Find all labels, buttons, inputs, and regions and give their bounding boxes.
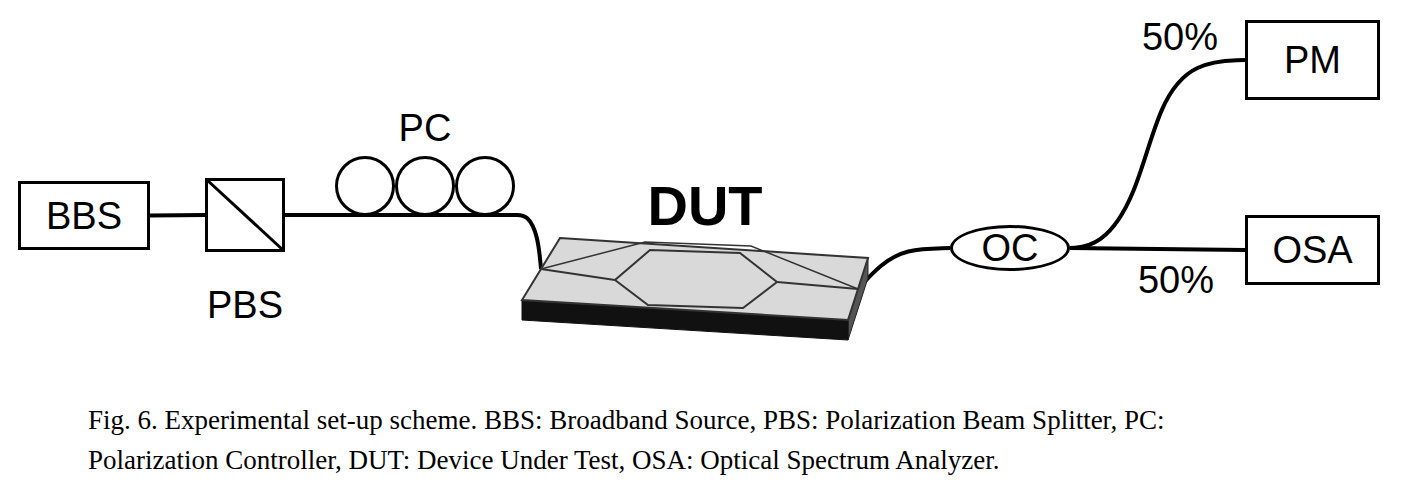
fiber-connector — [1070, 60, 1245, 248]
node-label: PM — [1284, 40, 1341, 80]
cube-diagonal — [207, 180, 284, 251]
spectrum-analyzer-box: OSA — [1245, 215, 1380, 285]
node-label: PC — [399, 108, 452, 148]
node-label: OSA — [1272, 230, 1352, 270]
polarization-controller: PC — [335, 108, 515, 219]
node-label: DUT — [515, 180, 875, 232]
fiber-connector — [515, 215, 541, 269]
split-ratio: 50% — [1140, 17, 1220, 57]
device-under-test: DUT — [515, 180, 875, 365]
splitter-cube — [205, 178, 285, 252]
source-box: BBS — [18, 181, 150, 250]
power-meter-box: PM — [1245, 20, 1380, 100]
fiber-loop — [457, 158, 514, 215]
node-label: OC — [982, 229, 1039, 267]
hexagon-waveguide — [615, 250, 777, 308]
waveguide-in — [541, 269, 615, 280]
node-label: BBS — [46, 196, 122, 236]
split-ratio: 50% — [1136, 260, 1216, 300]
fiber-connector — [1070, 248, 1245, 250]
waveguide-out — [777, 282, 858, 289]
cube-outline — [207, 180, 284, 251]
fiber-loops — [335, 155, 515, 219]
fiber-loop — [337, 158, 394, 215]
figure-caption: Fig. 6. Experimental set-up scheme. BBS:… — [88, 400, 1278, 480]
node-label: PBS — [207, 285, 283, 325]
fiber-connector — [858, 248, 950, 289]
fiber-connector — [150, 213, 205, 218]
waveguide-outer — [541, 242, 858, 289]
fiber-connector — [285, 213, 335, 217]
chip-top — [522, 238, 868, 320]
beam-splitter: PBS — [205, 178, 285, 325]
fiber-loop — [397, 158, 454, 215]
optical-coupler: OC — [950, 225, 1070, 271]
